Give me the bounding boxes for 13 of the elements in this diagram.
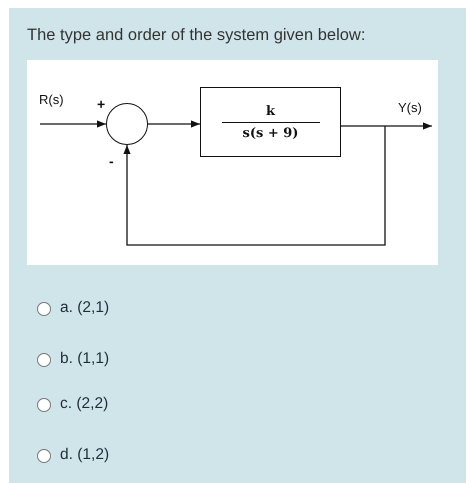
minus-sign: - <box>109 153 114 169</box>
answer-option: d. (1,2) <box>60 446 110 464</box>
answer-option: c. (2,2) <box>60 395 108 413</box>
transfer-function-block <box>200 87 341 157</box>
answer-option: a. (2,1) <box>60 299 110 317</box>
denominator-text: s(s + 9) <box>242 126 300 140</box>
numerator-text: k <box>222 104 320 122</box>
answer-option: b. (1,1) <box>60 350 110 368</box>
plus-sign: + <box>97 96 106 112</box>
summing-junction <box>106 103 148 145</box>
question-text: The type and order of the system given below: <box>27 26 366 45</box>
signal-label: Y(s) <box>398 100 422 115</box>
signal-label: R(s) <box>39 92 64 107</box>
